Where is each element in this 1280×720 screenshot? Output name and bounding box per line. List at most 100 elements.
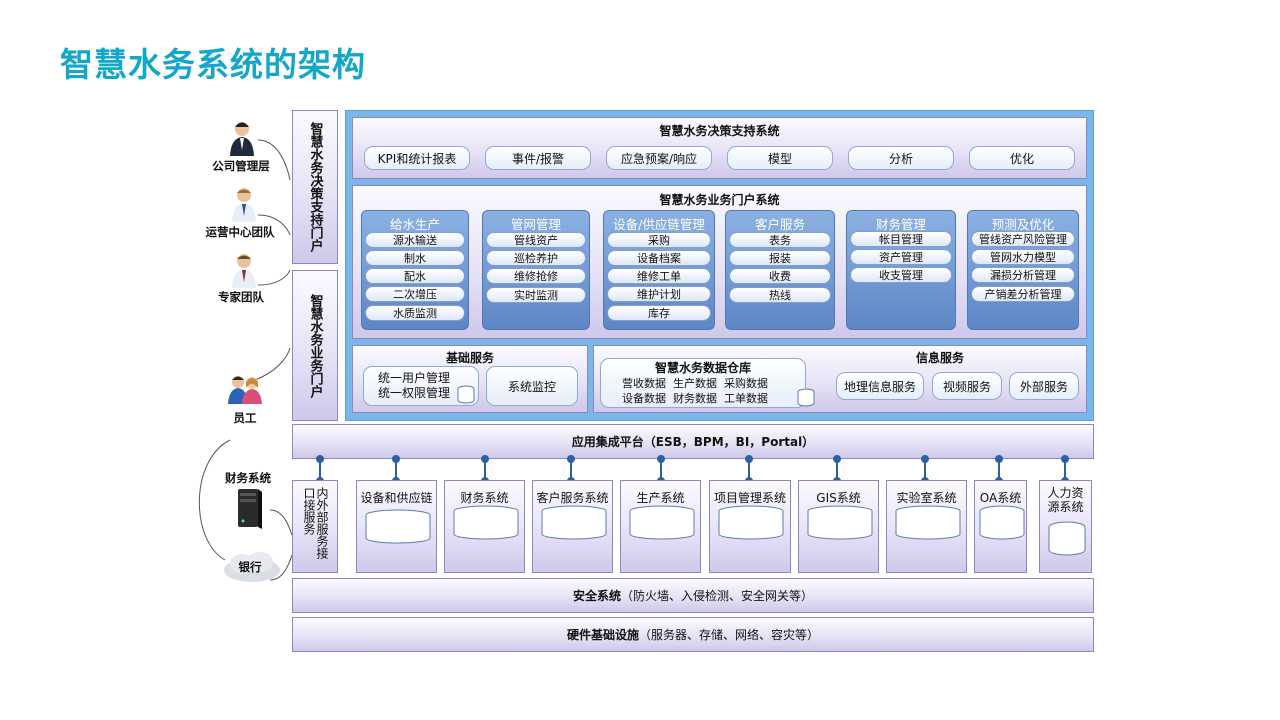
list-item[interactable]: 维护计划	[607, 286, 711, 302]
user-connector-lines	[198, 139, 293, 581]
column-customer-service: 客户服务 表务 报装 收费 热线	[725, 210, 835, 330]
manager-person-icon	[229, 120, 255, 160]
column-title: 客户服务	[754, 217, 805, 232]
basic-services-title: 基础服务	[445, 351, 494, 365]
system-box-hr[interactable]: 人力资源系统	[1039, 480, 1092, 573]
list-item[interactable]: 采购	[607, 232, 711, 248]
server-icon	[234, 487, 264, 533]
cloud-icon	[222, 550, 282, 588]
database-icon	[1048, 521, 1086, 556]
list-item[interactable]: 制水	[365, 250, 465, 266]
user-label-manager: 公司管理层	[212, 159, 270, 173]
column-title: 财务管理	[875, 217, 926, 232]
system-label: 人力资源系统	[1047, 486, 1084, 514]
system-label: OA系统	[979, 491, 1022, 505]
list-item[interactable]: 漏损分析管理	[971, 267, 1075, 283]
list-item[interactable]: 产销差分析管理	[971, 286, 1075, 302]
user-label-ops: 运营中心团队	[205, 225, 275, 239]
list-item[interactable]: 收费	[729, 268, 831, 284]
column-forecast-optimize: 预测及优化 管线资产风险管理 管网水力模型 漏损分析管理 产销差分析管理	[967, 210, 1079, 330]
list-item[interactable]: 管线资产风险管理	[971, 231, 1075, 247]
decision-system-title: 智慧水务决策支持系统	[659, 124, 780, 138]
database-icon	[457, 385, 475, 404]
list-item[interactable]: 二次增压	[365, 286, 465, 302]
hardware-bar: 硬件基础设施（服务器、存储、网络、容灾等）	[292, 617, 1094, 652]
system-label: GIS系统	[816, 491, 861, 505]
interface-label: 内外部服务接口接服务	[302, 486, 329, 559]
decision-item-analysis[interactable]: 分析	[848, 146, 954, 170]
business-portal-label: 智慧水务业务门户	[307, 293, 323, 398]
decision-portal-box: 智慧水务决策支持门户	[292, 110, 338, 264]
interface-box: 内外部服务接口接服务	[292, 480, 338, 573]
integration-platform-label: 应用集成平台（ESB，BPM，BI，Portal）	[571, 435, 815, 449]
system-box-equipment[interactable]: 设备和供应链	[356, 480, 437, 573]
system-box-finance[interactable]: 财务系统	[444, 480, 525, 573]
decision-item-model[interactable]: 模型	[727, 146, 833, 170]
data-warehouse-row: 营收数据 生产数据 采购数据	[622, 377, 768, 390]
decision-item-kpi[interactable]: KPI和统计报表	[364, 146, 470, 170]
system-box-production[interactable]: 生产系统	[620, 480, 701, 573]
business-system-title: 智慧水务业务门户系统	[659, 193, 780, 207]
list-item[interactable]: 资产管理	[850, 249, 952, 265]
decision-item-events[interactable]: 事件/报警	[485, 146, 591, 170]
list-item[interactable]: 巡检养护	[486, 250, 586, 266]
list-item[interactable]: 设备档案	[607, 250, 711, 266]
database-icon	[365, 509, 431, 544]
external-finance-label: 财务系统	[225, 471, 271, 485]
system-label: 生产系统	[636, 491, 685, 505]
external-service-button[interactable]: 外部服务	[1009, 372, 1079, 400]
list-item[interactable]: 热线	[729, 287, 831, 303]
system-box-gis[interactable]: GIS系统	[798, 480, 879, 573]
list-item[interactable]: 配水	[365, 268, 465, 284]
list-item[interactable]: 帐目管理	[850, 231, 952, 247]
list-item[interactable]: 水质监测	[365, 305, 465, 321]
decision-item-emergency[interactable]: 应急预案/响应	[606, 146, 712, 170]
column-finance-management: 财务管理 帐目管理 资产管理 收支管理	[846, 210, 956, 330]
user-mgmt-label: 统一用户管理	[377, 371, 450, 385]
database-icon	[797, 388, 815, 407]
system-label: 项目管理系统	[713, 491, 786, 505]
business-system-box: 智慧水务业务门户系统	[352, 185, 1087, 339]
integration-platform-bar: 应用集成平台（ESB，BPM，BI，Portal）	[292, 424, 1094, 459]
system-box-project[interactable]: 项目管理系统	[709, 480, 791, 573]
system-box-laboratory[interactable]: 实验室系统	[886, 480, 967, 573]
list-item[interactable]: 管网水力模型	[971, 249, 1075, 265]
data-warehouse-row: 设备数据 财务数据 工单数据	[622, 392, 768, 405]
list-item[interactable]: 库存	[607, 305, 711, 321]
list-item[interactable]: 实时监测	[486, 287, 586, 303]
list-item[interactable]: 维修工单	[607, 268, 711, 284]
hardware-label: 硬件基础设施（服务器、存储、网络、容灾等）	[566, 628, 820, 642]
column-network-management: 管网管理 管线资产 巡检养护 维修抢修 实时监测	[482, 210, 590, 330]
user-label-employees: 员工	[233, 411, 257, 425]
column-equipment-supply: 设备/供应链管理 采购 设备档案 维修工单 维护计划 库存	[603, 210, 715, 330]
permission-mgmt-label: 统一权限管理	[377, 386, 450, 400]
database-icon	[718, 505, 784, 540]
database-icon	[807, 505, 873, 540]
system-monitor-button[interactable]: 系统监控	[486, 366, 578, 406]
decision-portal-label: 智慧水务决策支持门户	[307, 122, 323, 252]
list-item[interactable]: 报装	[729, 250, 831, 266]
system-box-oa[interactable]: OA系统	[974, 480, 1027, 573]
database-icon	[895, 505, 961, 540]
external-bank-label: 银行	[238, 560, 262, 574]
database-icon	[629, 505, 695, 540]
info-services-title: 信息服务	[915, 351, 964, 365]
data-warehouse-title: 智慧水务数据仓库	[654, 361, 751, 375]
system-box-customer-service[interactable]: 客户服务系统	[532, 480, 613, 573]
system-label: 财务系统	[460, 491, 509, 505]
expert-person-icon	[231, 252, 257, 292]
security-bar: 安全系统（防火墙、入侵检测、安全网关等）	[292, 578, 1094, 613]
data-warehouse-box[interactable]: 智慧水务数据仓库 营收数据 生产数据 采购数据 设备数据 财务数据 工单数据	[600, 358, 806, 408]
gis-service-button[interactable]: 地理信息服务	[836, 372, 924, 400]
list-item[interactable]: 收支管理	[850, 267, 952, 283]
list-item[interactable]: 维修抢修	[486, 268, 586, 284]
list-item[interactable]: 表务	[729, 232, 831, 248]
user-label-expert: 专家团队	[218, 290, 264, 304]
decision-item-optimize[interactable]: 优化	[969, 146, 1075, 170]
list-item[interactable]: 管线资产	[486, 232, 586, 248]
employees-group-icon	[228, 374, 262, 408]
list-item[interactable]: 源水输送	[365, 232, 465, 248]
video-service-button[interactable]: 视频服务	[932, 372, 1002, 400]
column-title: 预测及优化	[991, 217, 1055, 232]
column-title: 给水生产	[389, 217, 440, 232]
